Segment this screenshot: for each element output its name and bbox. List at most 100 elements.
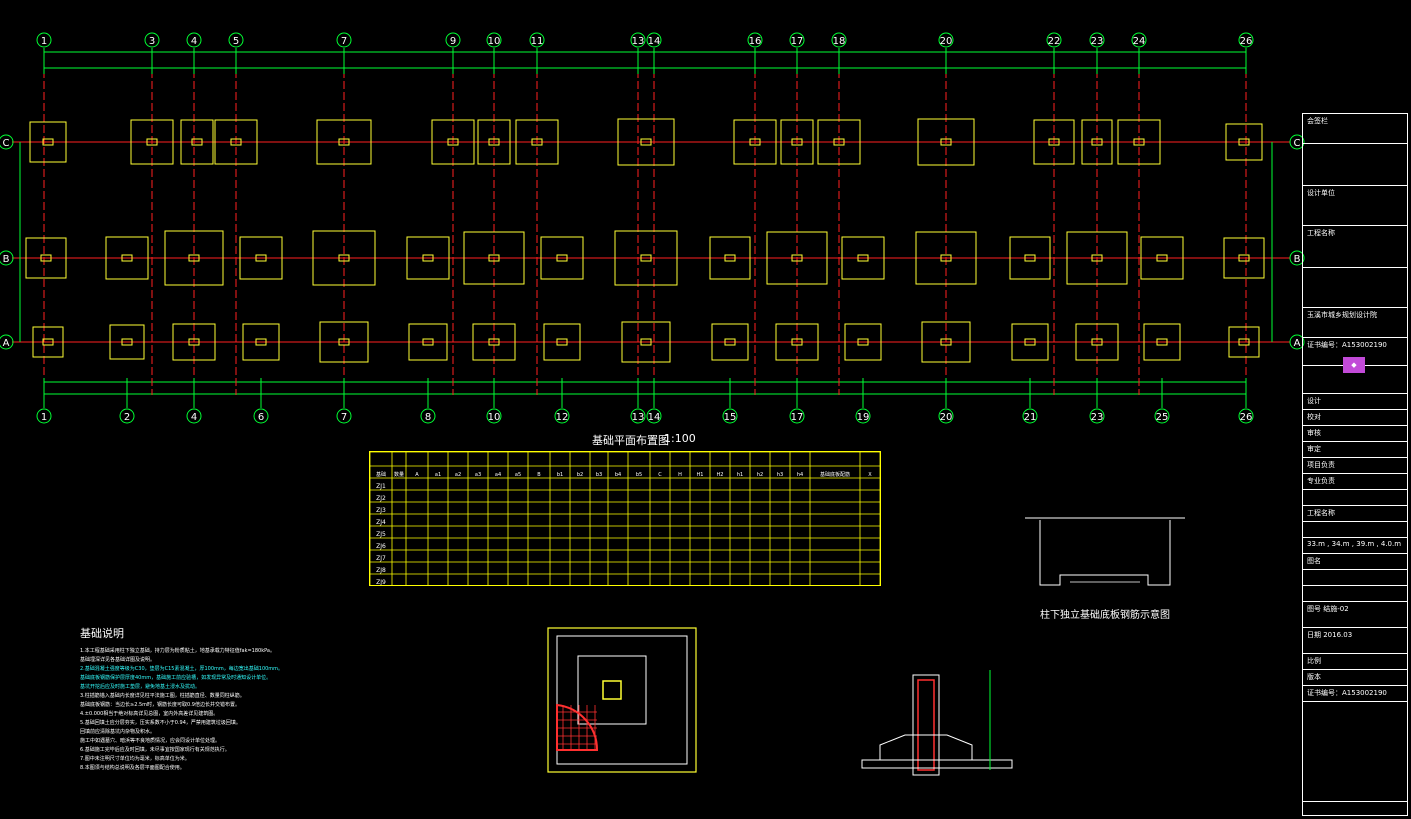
top-axis-label: 4 (191, 36, 197, 47)
footing-outline (29, 121, 67, 163)
column-stub (749, 138, 761, 146)
footing-outline (617, 118, 675, 166)
title-block-row (1303, 522, 1407, 538)
footing-outline (239, 236, 283, 280)
top-axis-label: 14 (648, 36, 661, 47)
column-stub (1238, 338, 1250, 346)
table-header-cell: 基础 (376, 471, 386, 478)
title-block-row: 会签栏 (1303, 114, 1407, 144)
title-block-row: 工程名称 (1303, 506, 1407, 522)
bottom-axis-label: 19 (857, 412, 870, 423)
table-header-cell: H1 (697, 472, 704, 478)
footing-outline (921, 321, 971, 363)
bottom-axis-label: 2 (124, 412, 130, 423)
section-footing (879, 734, 973, 761)
bottom-axis-label: 12 (556, 412, 569, 423)
title-block-row: 图名 (1303, 554, 1407, 570)
footing-type-label: ZJ5 (376, 531, 386, 538)
title-block-row (1303, 570, 1407, 586)
bottom-axis-bubble (1154, 408, 1170, 424)
footing-outline (733, 119, 777, 165)
table-header-cell: h2 (757, 472, 763, 478)
bottom-axis-label: 17 (791, 412, 804, 423)
column-stub (1133, 138, 1145, 146)
bottom-axis-bubble (1238, 408, 1254, 424)
bottom-axis-bubble (855, 408, 871, 424)
section-cushion (861, 759, 1013, 769)
title-block-row: 专业负责 (1303, 474, 1407, 490)
bottom-axis-label: 10 (488, 412, 501, 423)
table-header-cell: B (537, 472, 541, 478)
top-axis-label: 16 (749, 36, 762, 47)
bottom-axis-bubble (1089, 408, 1105, 424)
top-axis-bubble (529, 32, 545, 48)
bottom-axis-label: 23 (1091, 412, 1104, 423)
column-stub (556, 338, 568, 346)
title-block-row: 设计单位 (1303, 186, 1407, 226)
column-stub (1238, 138, 1250, 146)
column-stub (531, 138, 543, 146)
row-axis-bubble-right (1289, 250, 1305, 266)
title-block-row: 版本 (1303, 670, 1407, 686)
footing-type-label: ZJ3 (376, 507, 386, 514)
title-block-row: 33.m , 34.m , 39.m , 4.0.m (1303, 538, 1407, 554)
column-stub (255, 254, 267, 262)
title-block-row (1303, 702, 1407, 802)
column-stub (857, 338, 869, 346)
table-header-cell: h3 (777, 472, 783, 478)
column-stub (1048, 138, 1060, 146)
top-axis-label: 18 (833, 36, 846, 47)
footing-outline (1081, 119, 1113, 165)
title-block-row: 审核 (1303, 426, 1407, 442)
row-axis-bubble-right (1289, 334, 1305, 350)
column-stub (940, 254, 952, 262)
bottom-axis-label: 20 (940, 412, 953, 423)
table-header-cell: H (678, 472, 682, 478)
note-line: 回填前应清除基坑内杂物及积水。 (80, 729, 156, 735)
column-stub (255, 338, 267, 346)
column-stub (1024, 254, 1036, 262)
note-line: 8.本图须与结构总说明及各层平面图配合使用。 (80, 765, 185, 771)
footing-outline (515, 119, 559, 165)
bottom-axis-label: 26 (1240, 412, 1253, 423)
column-stub (556, 254, 568, 262)
bottom-axis-label: 14 (648, 412, 661, 423)
top-axis-bubble (1089, 32, 1105, 48)
top-axis-label: 10 (488, 36, 501, 47)
title-block-row (1303, 268, 1407, 308)
title-block-row: 项目负责 (1303, 458, 1407, 474)
top-axis-bubble (831, 32, 847, 48)
column-stub (40, 254, 52, 262)
note-line: 5.基础回填土应分层夯实，压实系数不小于0.94，严禁用建筑垃圾回填。 (80, 720, 241, 726)
title-block-row: 设计 (1303, 394, 1407, 410)
note-line: 6.基础施工完毕后应及时回填，未尽事宜按国家现行有关规范执行。 (80, 747, 230, 753)
top-axis-label: 23 (1091, 36, 1104, 47)
column-stub (791, 254, 803, 262)
footing-outline (1117, 119, 1161, 165)
footing-outline (109, 324, 145, 360)
footing-type-label: ZJ2 (376, 495, 386, 502)
footing-outline (214, 119, 258, 165)
footing-outline (709, 236, 751, 280)
footing-outline (915, 231, 977, 285)
detail-footing-cushion (556, 635, 688, 765)
column-stub (791, 138, 803, 146)
footing-outline (1075, 323, 1119, 361)
footing-outline (1225, 123, 1263, 161)
top-axis-bubble (228, 32, 244, 48)
note-line: 基础底板钢筋：当边长≥2.5m时，钢筋长度可取0.9倍边长并交错布置。 (80, 702, 240, 708)
title-block-row: 校对 (1303, 410, 1407, 426)
title-block-row (1303, 490, 1407, 506)
top-axis-bubble (1238, 32, 1254, 48)
footing-outline (711, 323, 749, 361)
row-axis-bubble-left (0, 134, 14, 150)
top-axis-label: 24 (1133, 36, 1146, 47)
column-stub (857, 254, 869, 262)
column-stub (791, 338, 803, 346)
top-axis-bubble (336, 32, 352, 48)
footing-outline (477, 119, 511, 165)
note-line: 3.柱插筋锚入基础内长度详见柱平法施工图，柱插筋直径、数量同柱纵筋。 (80, 693, 245, 699)
top-axis-bubble (1131, 32, 1147, 48)
note-line: 施工中如遇墓穴、暗浜等不良地质情况，应会同设计单位处理。 (80, 738, 221, 744)
